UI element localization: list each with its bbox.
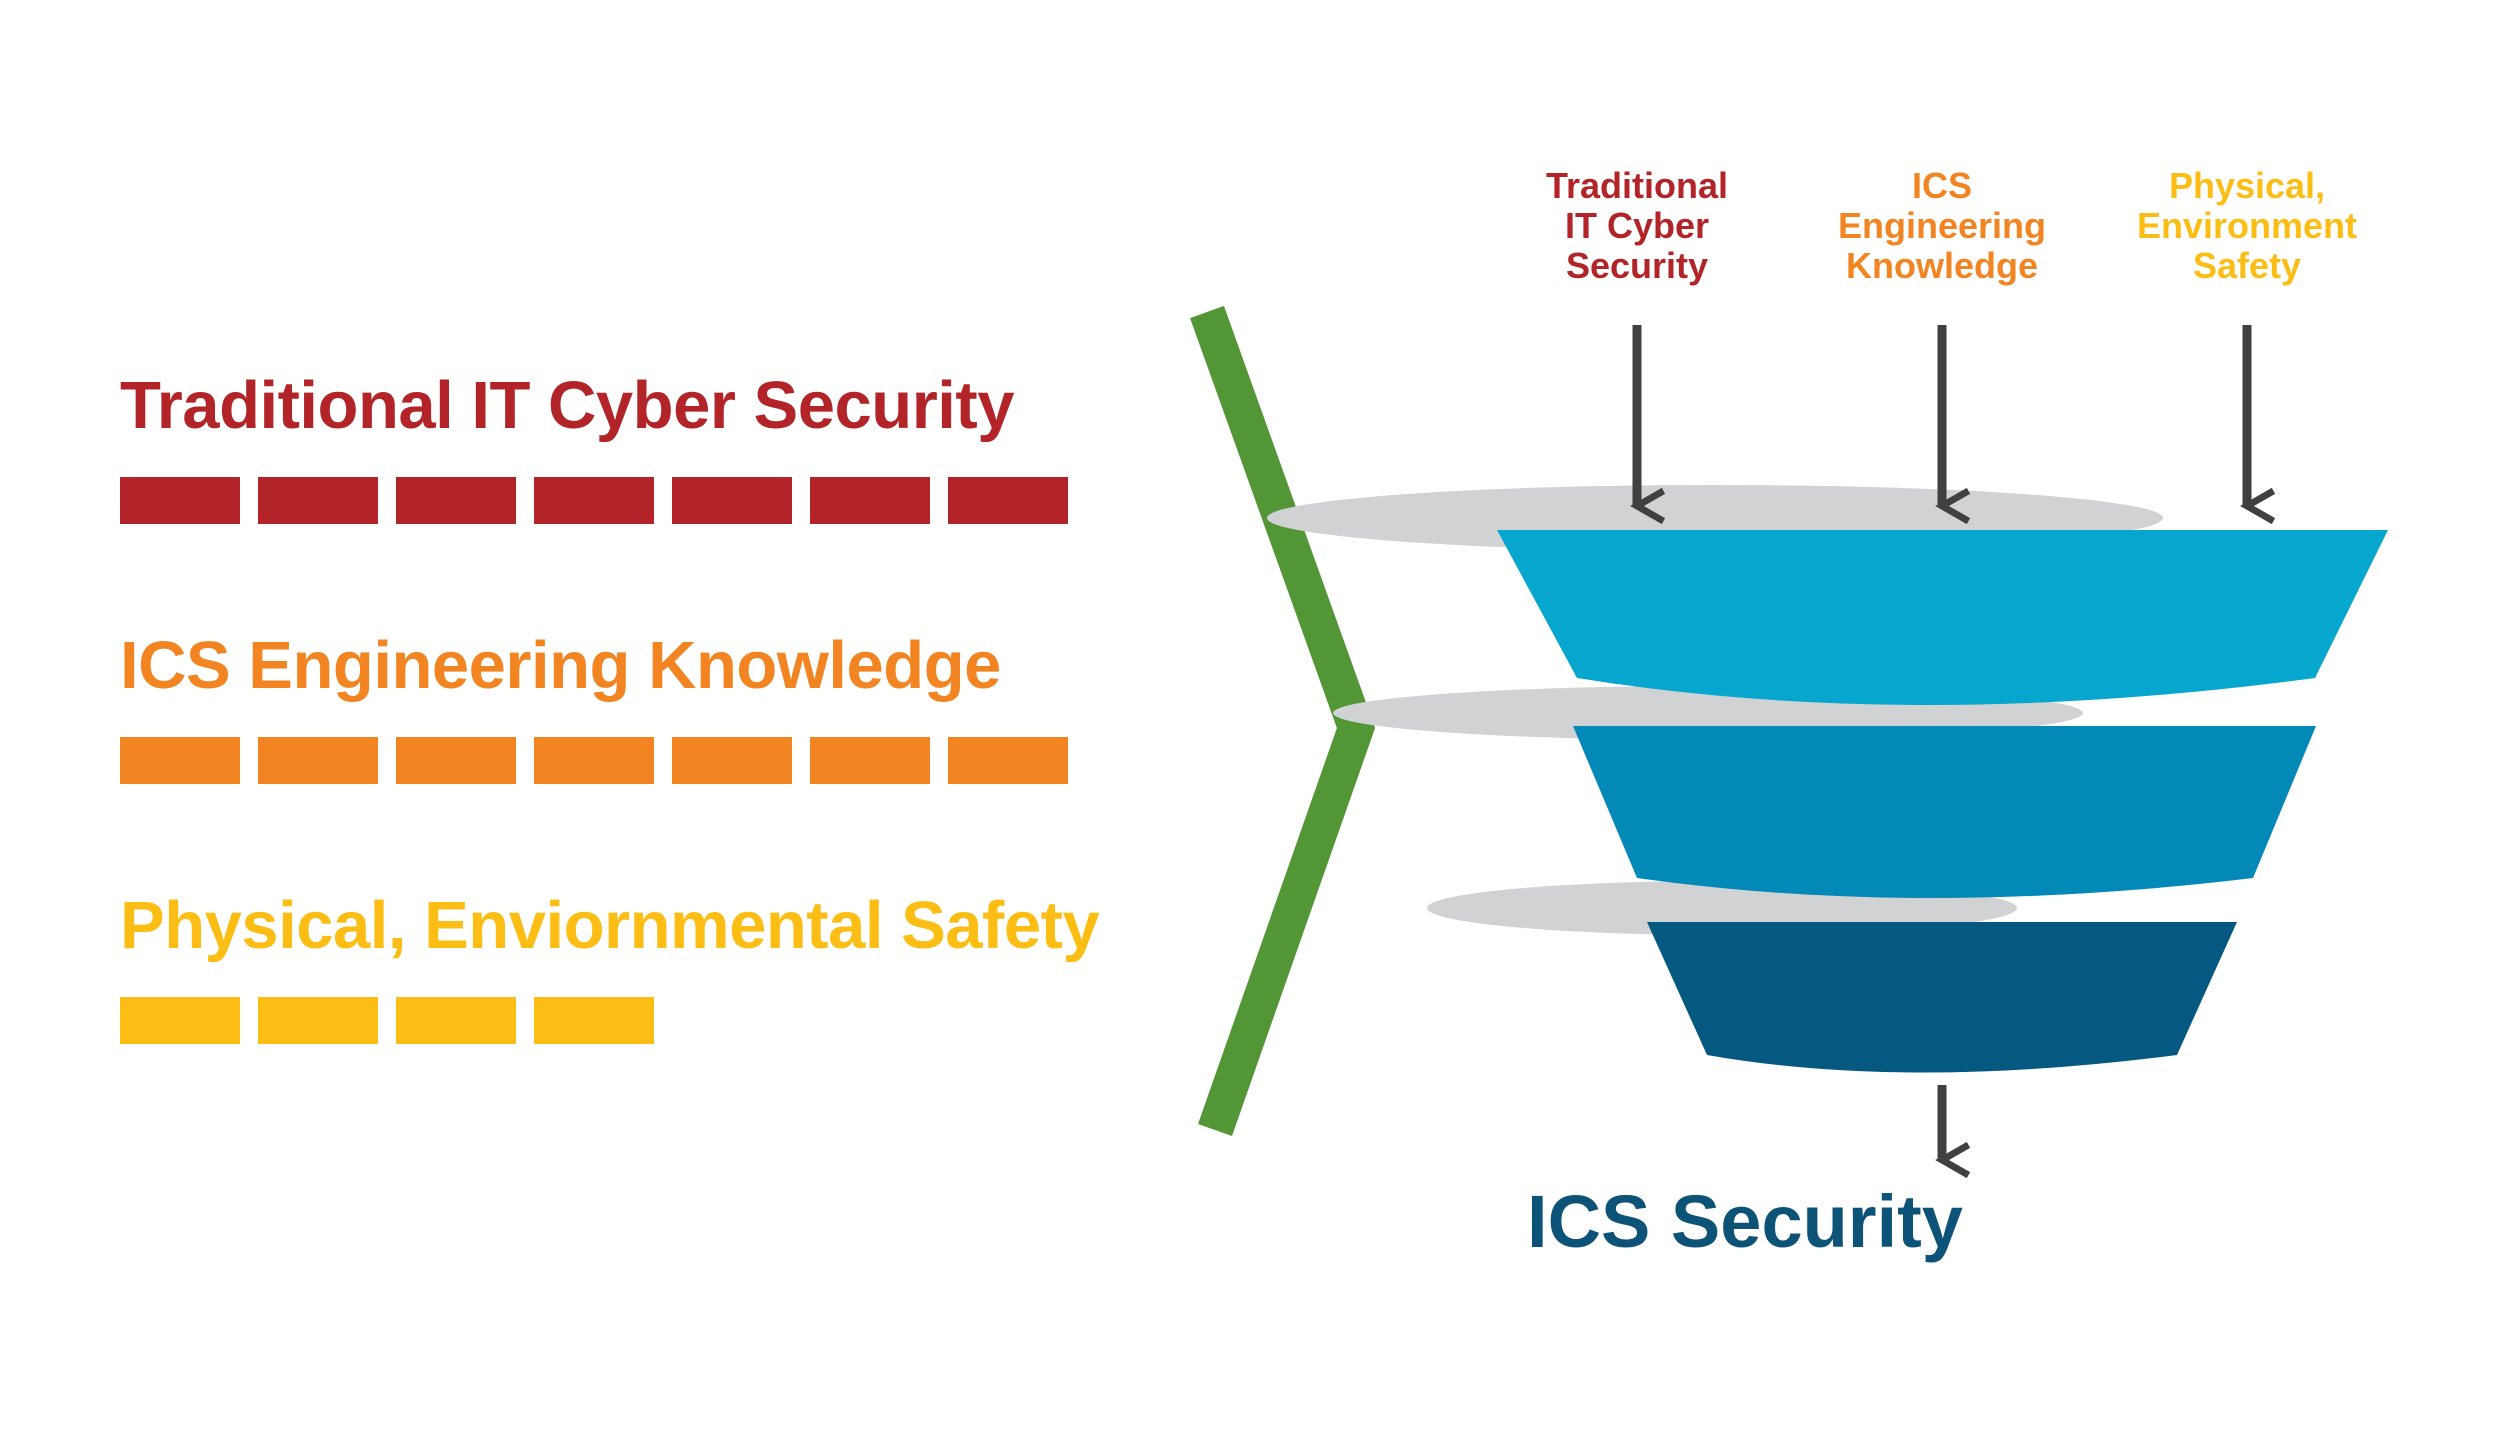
bar-segment: [672, 477, 792, 524]
skill-title-it-cyber-security: Traditional IT Cyber Security: [120, 368, 1014, 443]
funnel-input-label-line: Physical,: [2168, 165, 2326, 206]
funnel-tier-bottom: [1427, 881, 2237, 1073]
funnel-output-label: ICS Security: [1527, 1180, 1963, 1263]
bar-segment: [810, 477, 930, 524]
funnel-input-label-line: ICS: [1911, 165, 1972, 206]
bar-segment: [534, 997, 654, 1044]
funnel-input-label-it: Traditional IT Cyber Security: [1477, 166, 1797, 286]
bar-segment: [672, 737, 792, 784]
skill-categories: Traditional IT Cyber Security ICS Engine…: [0, 0, 1150, 1436]
bar-segment: [258, 737, 378, 784]
funnel-tier-top: [1267, 485, 2388, 705]
funnel-input-label-line: Security: [1565, 245, 1709, 286]
bar-segment: [948, 737, 1068, 784]
bar-segment: [534, 737, 654, 784]
funnel-input-label-physical: Physical, Environment Safety: [2087, 166, 2407, 286]
bar-segment: [258, 997, 378, 1044]
bar-segment: [120, 737, 240, 784]
bar-segment: [258, 477, 378, 524]
skill-title-ics-engineering: ICS Engineering Knowledge: [120, 628, 1001, 703]
bar-segment: [396, 737, 516, 784]
funnel-input-label-line: Knowledge: [1845, 245, 2038, 286]
funnel-tier-middle: [1333, 686, 2316, 898]
funnel-input-label-ics: ICS Engineering Knowledge: [1782, 166, 2102, 286]
funnel-input-label-line: Environment: [2136, 205, 2358, 246]
funnel-input-label-line: Traditional: [1545, 165, 1729, 206]
funnel-input-label-line: Engineering: [1837, 205, 2047, 246]
bar-segment: [120, 477, 240, 524]
bar-segment: [810, 737, 930, 784]
bar-segment: [120, 997, 240, 1044]
funnel-input-label-line: IT Cyber: [1564, 205, 1710, 246]
skill-title-physical-safety: Physical, Enviornmental Safety: [120, 888, 1100, 963]
bar-segment: [396, 997, 516, 1044]
bar-segment: [534, 477, 654, 524]
bar-segment: [396, 477, 516, 524]
bar-segment: [948, 477, 1068, 524]
funnel-input-label-line: Safety: [2192, 245, 2302, 286]
